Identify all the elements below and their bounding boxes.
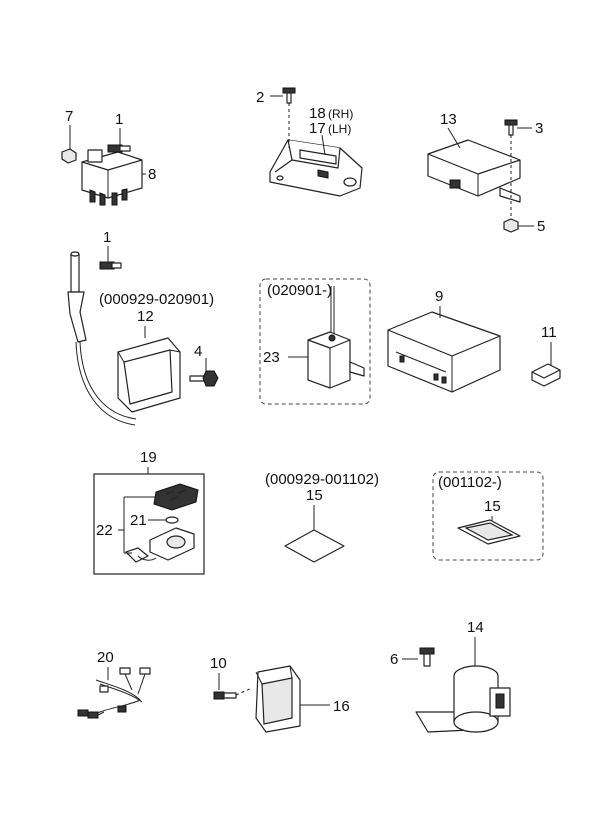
canister-part-14 <box>415 665 511 733</box>
date-note-15a: (000929-001102) <box>265 471 379 488</box>
callout-14: 14 <box>467 619 484 636</box>
callout-15b: 15 <box>484 498 501 515</box>
callout-13: 13 <box>440 111 457 128</box>
callout-23: 23 <box>263 349 280 366</box>
transmitter-case-part <box>125 527 195 563</box>
screw-part-3 <box>504 119 532 225</box>
callout-1-mid: 1 <box>103 229 111 246</box>
date-note-23: (020901-) <box>267 282 332 299</box>
callout-20: 20 <box>97 649 114 666</box>
battery-part-21 <box>165 516 179 524</box>
module-part-9 <box>387 311 501 393</box>
date-note-12: (000929-020901) <box>99 291 214 308</box>
variant-box-23 <box>259 278 371 405</box>
wire-harness-part-20 <box>77 667 151 719</box>
callout-22: 22 <box>96 522 113 539</box>
callout-3: 3 <box>535 120 543 137</box>
module-part-16 <box>255 665 301 733</box>
nut-part-7 <box>61 125 77 164</box>
callout-21: 21 <box>130 512 147 529</box>
transmitter-top-part <box>153 483 199 511</box>
callout-18: 18 <box>309 105 326 122</box>
date-note-15b: (001102-) <box>438 474 502 491</box>
callout-17: 17 <box>309 120 326 137</box>
callout-5: 5 <box>537 218 545 235</box>
kit-box-19 <box>93 473 205 575</box>
callout-2: 2 <box>256 89 264 106</box>
callout-4: 4 <box>194 343 202 360</box>
gasket-part-15b <box>457 519 521 545</box>
module-part-12 <box>117 337 181 413</box>
bracket-part-17-18 <box>269 139 363 197</box>
callout-8: 8 <box>148 166 156 183</box>
callout-11: 11 <box>541 324 557 341</box>
bolt-part-6 <box>419 647 435 667</box>
screw-part-2 <box>270 87 296 148</box>
bolt-part-4 <box>189 358 219 387</box>
callout-17-suffix: (LH) <box>328 122 351 136</box>
module-part-13 <box>427 139 521 203</box>
sheet-part-15a <box>284 529 345 563</box>
callout-12: 12 <box>137 308 154 325</box>
callout-9: 9 <box>435 288 443 305</box>
callout-19: 19 <box>140 449 157 466</box>
screw-part-10 <box>213 687 253 700</box>
antenna-part <box>67 251 137 426</box>
module-part-23 <box>307 286 365 389</box>
callout-15a: 15 <box>306 487 323 504</box>
callout-16: 16 <box>333 698 350 715</box>
callout-10: 10 <box>210 655 227 672</box>
callout-18-suffix: (RH) <box>328 107 353 121</box>
callout-7: 7 <box>65 108 73 125</box>
callout-6: 6 <box>390 651 398 668</box>
bolt-part-1-top <box>107 128 131 153</box>
callout-1-top: 1 <box>115 111 123 128</box>
nut-part-5 <box>503 218 534 233</box>
bolt-part-1-mid <box>99 246 122 270</box>
relay-part-8 <box>81 149 146 206</box>
variant-box-15 <box>432 471 544 561</box>
part-11 <box>531 363 561 387</box>
